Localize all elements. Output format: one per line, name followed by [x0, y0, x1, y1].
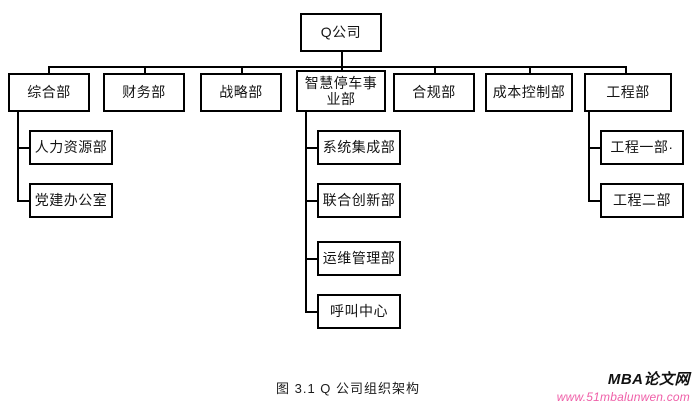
- watermark: MBA论文网 www.51mbalunwen.com: [557, 368, 690, 404]
- node-label: 工程二部: [613, 192, 671, 209]
- node-label: 财务部: [122, 84, 166, 101]
- connector-elbow-engineering-1: [588, 147, 601, 149]
- node-party-building-office[interactable]: 党建办公室: [29, 183, 113, 218]
- connector-root-stem: [341, 52, 343, 67]
- node-finance-dept[interactable]: 财务部: [103, 73, 185, 112]
- connector-spine-smart-parking: [305, 112, 307, 312]
- connector-drop-engineering: [625, 66, 627, 74]
- node-label: 工程一部·: [610, 139, 674, 156]
- connector-spine-engineering: [588, 112, 590, 201]
- node-system-integration-dept[interactable]: 系统集成部: [317, 130, 401, 165]
- node-call-center[interactable]: 呼叫中心: [317, 294, 401, 329]
- node-cost-control-dept[interactable]: 成本控制部: [485, 73, 573, 112]
- node-label: 呼叫中心: [330, 303, 388, 320]
- node-general-affairs-dept[interactable]: 综合部: [8, 73, 90, 112]
- node-label: 运维管理部: [322, 250, 396, 267]
- node-label: 工程部: [606, 84, 650, 101]
- node-root-company[interactable]: Q公司: [300, 13, 382, 52]
- connector-spine-general: [17, 112, 19, 201]
- connector-elbow-hr: [17, 147, 30, 149]
- connector-drop-strategy: [241, 66, 243, 74]
- connector-elbow-system-integration: [305, 147, 318, 149]
- figure-caption: 图 3.1 Q 公司组织架构: [275, 381, 421, 396]
- node-smart-parking-division[interactable]: 智慧停车事 业部: [296, 70, 386, 112]
- watermark-brand: MBA论文网: [607, 371, 690, 388]
- node-engineering-dept-1[interactable]: 工程一部·: [600, 130, 684, 165]
- node-engineering-dept-2[interactable]: 工程二部: [600, 183, 684, 218]
- node-label: 智慧停车事 业部: [304, 74, 378, 107]
- node-label: 党建办公室: [34, 192, 108, 209]
- node-label: 联合创新部: [322, 192, 396, 209]
- node-label: 人力资源部: [34, 139, 108, 156]
- connector-elbow-joint-innovation: [305, 200, 318, 202]
- connector-drop-cost-control: [529, 66, 531, 74]
- node-label: 系统集成部: [322, 139, 396, 156]
- node-label: 成本控制部: [492, 84, 566, 101]
- node-engineering-dept[interactable]: 工程部: [584, 73, 672, 112]
- node-joint-innovation-dept[interactable]: 联合创新部: [317, 183, 401, 218]
- connector-elbow-call-center: [305, 311, 318, 313]
- node-label: 合规部: [412, 84, 456, 101]
- node-label: 战略部: [219, 84, 263, 101]
- connector-drop-finance: [144, 66, 146, 74]
- node-strategy-dept[interactable]: 战略部: [200, 73, 282, 112]
- connector-drop-compliance: [434, 66, 436, 74]
- connector-elbow-ops-management: [305, 258, 318, 260]
- node-label: 综合部: [27, 84, 71, 101]
- watermark-url: www.51mbalunwen.com: [556, 390, 690, 404]
- node-human-resources-dept[interactable]: 人力资源部: [29, 130, 113, 165]
- node-operations-management-dept[interactable]: 运维管理部: [317, 241, 401, 276]
- connector-drop-general: [48, 66, 50, 74]
- connector-elbow-engineering-2: [588, 200, 601, 202]
- node-label: Q公司: [320, 24, 362, 41]
- node-compliance-dept[interactable]: 合规部: [393, 73, 475, 112]
- connector-level2-bus: [48, 66, 625, 68]
- connector-elbow-party-office: [17, 200, 30, 202]
